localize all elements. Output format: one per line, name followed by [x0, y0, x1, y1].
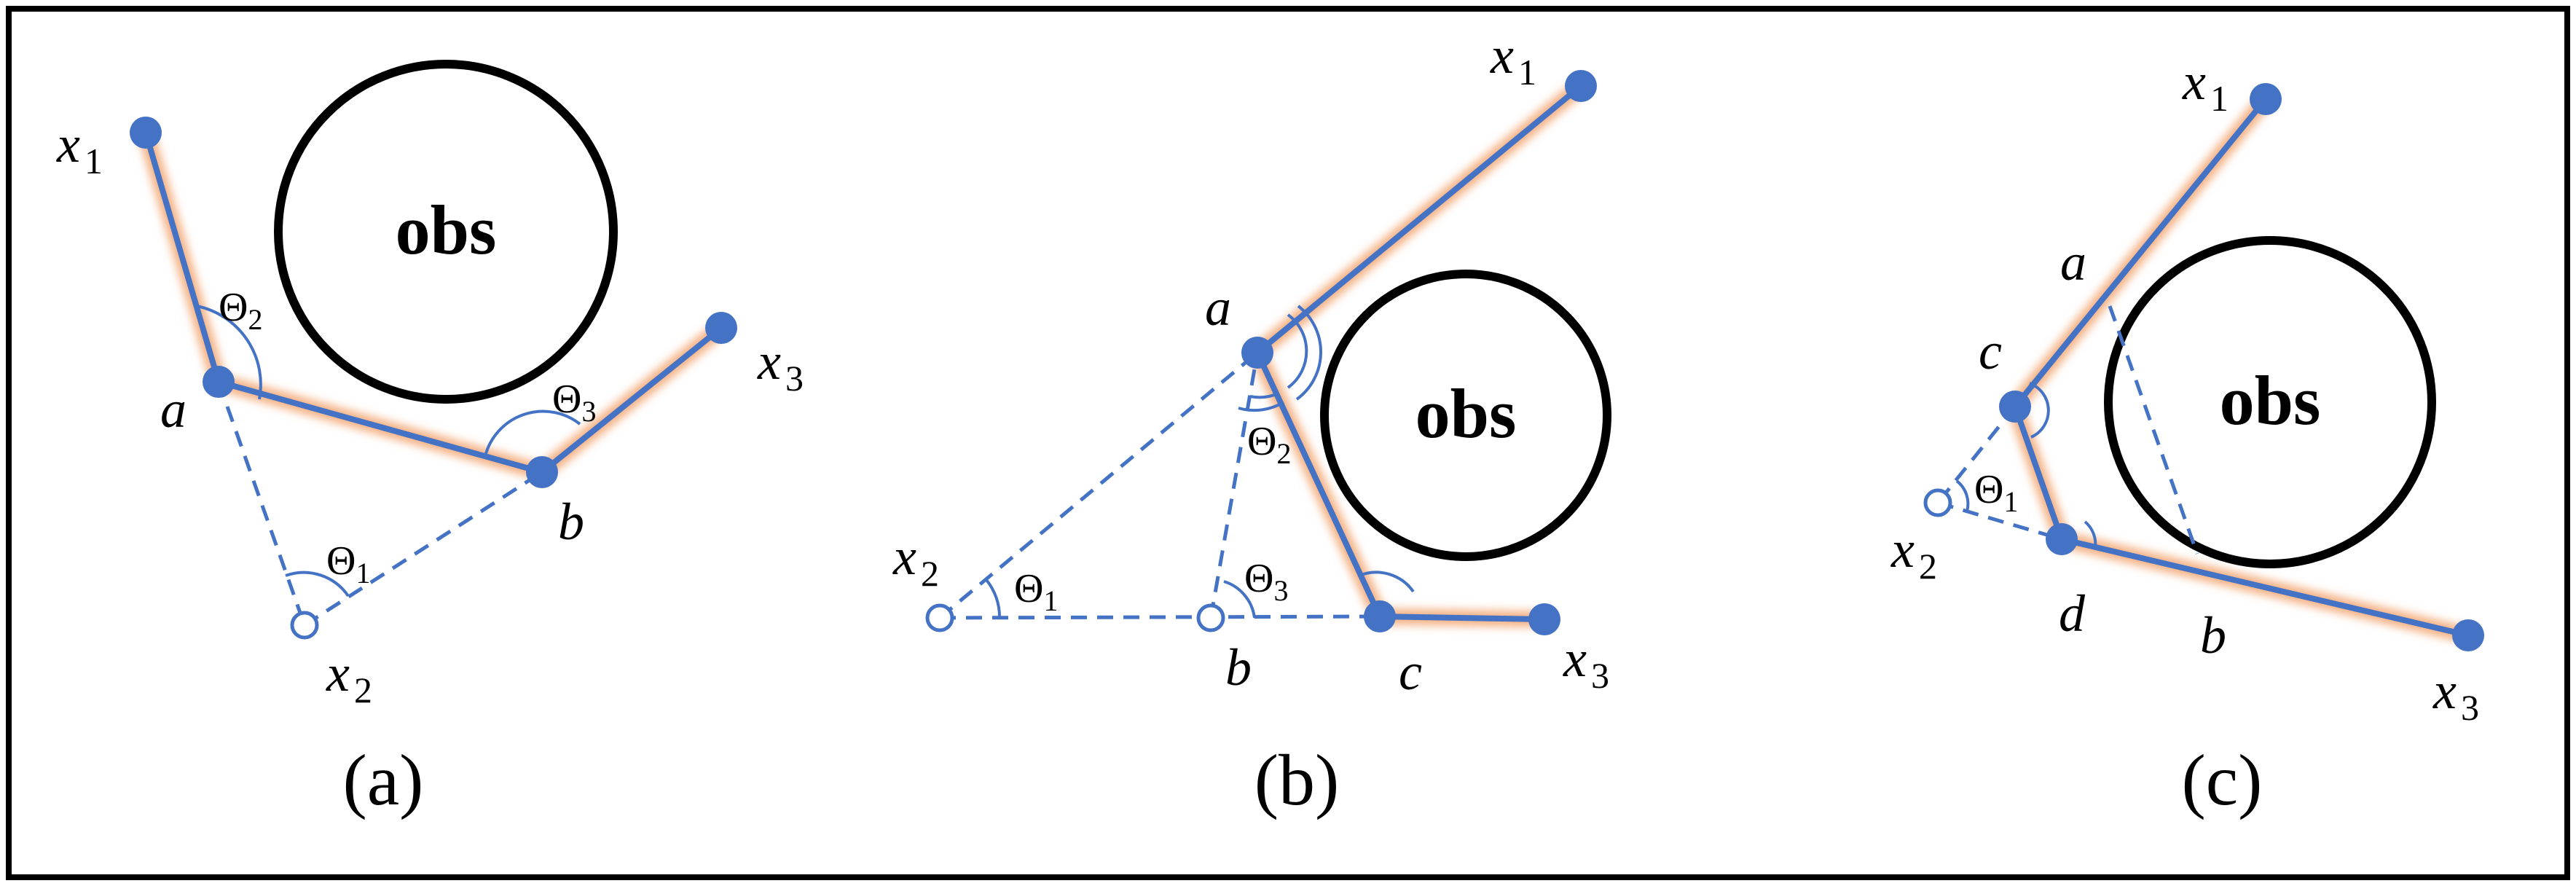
- label-b-c: b: [2200, 606, 2226, 664]
- angle-arc-d-c: [2084, 520, 2097, 549]
- caption-b: (b): [1254, 740, 1340, 820]
- angle-arc-theta2-b-2: [1238, 401, 1285, 412]
- obstacle-circle-b: [1320, 270, 1611, 561]
- dashed-b-a-b: [1209, 352, 1260, 619]
- label-b-a: b: [558, 493, 584, 551]
- outer-border: [6, 6, 2570, 880]
- point-x1-b: [1565, 70, 1597, 102]
- point-c-b: [1364, 600, 1396, 632]
- dashed-baseline-b: [939, 614, 1381, 620]
- dashed-a-b-c: [2108, 305, 2199, 554]
- angle-arc-theta3-b: [1223, 580, 1256, 619]
- angle-arc-c-b: [1359, 571, 1415, 593]
- angle-arc-theta2-b-1: [1249, 392, 1279, 399]
- point-x2-b: [925, 603, 954, 632]
- label-theta3-a: Θ3: [552, 377, 596, 428]
- dashed-c-x2: [1936, 405, 2017, 504]
- point-x1-a: [130, 117, 162, 149]
- point-x1-c: [2250, 83, 2282, 115]
- angle-arc-theta1: [285, 571, 350, 597]
- point-b-b: [1196, 603, 1225, 632]
- point-x2-c: [1923, 488, 1952, 517]
- point-x2-a: [290, 611, 319, 640]
- dashed-a-x2: [216, 381, 307, 626]
- angle-arc-a-b-1: [1287, 313, 1308, 389]
- angle-arc-theta3: [484, 409, 581, 457]
- label-theta1-b: Θ1: [1014, 566, 1058, 617]
- point-x3-a: [705, 312, 737, 344]
- label-theta1-a: Θ1: [326, 538, 370, 589]
- label-theta1-c: Θ1: [1974, 467, 2018, 518]
- label-a-c: a: [2060, 233, 2086, 291]
- angle-arc-theta2: [196, 305, 262, 400]
- dashed-x2-a-b: [938, 351, 1259, 619]
- label-c-c: c: [1979, 322, 2002, 380]
- obstacle-circle-a: [274, 60, 618, 404]
- point-d-c: [2046, 523, 2078, 555]
- point-b-a: [526, 456, 558, 488]
- dashed-x2-d: [1937, 501, 2062, 541]
- label-theta2-a: Θ2: [219, 285, 262, 336]
- path-a: [143, 131, 723, 475]
- point-a-b: [1241, 337, 1273, 369]
- path-b: [1254, 83, 1583, 622]
- angle-arc-a-b-2: [1295, 305, 1323, 401]
- label-theta3-b: Θ3: [1244, 556, 1288, 607]
- obstacle-label-b: obs: [1415, 375, 1517, 452]
- obstacle-label-a: obs: [396, 191, 497, 269]
- obstacle-circle-c: [2104, 236, 2436, 568]
- label-a-b: a: [1205, 278, 1231, 337]
- angle-arc-c-c: [2029, 382, 2050, 439]
- angle-arc-theta1-c: [1955, 479, 1970, 512]
- label-a-a: a: [160, 380, 186, 439]
- angle-arc-theta1-b: [985, 579, 1002, 619]
- path-c: [2012, 97, 2469, 638]
- label-b-b: b: [1225, 638, 1252, 697]
- caption-c: (c): [2182, 740, 2263, 820]
- caption-a: (a): [343, 740, 424, 820]
- label-d-c: d: [2059, 584, 2086, 643]
- point-c-c: [1999, 391, 2031, 423]
- point-x3-b: [1528, 603, 1560, 635]
- point-x3-c: [2452, 619, 2484, 651]
- point-a-a: [203, 366, 235, 398]
- obstacle-label-c: obs: [2220, 361, 2321, 439]
- label-theta2-b: Θ2: [1247, 419, 1291, 470]
- dashed-x2-b: [303, 470, 543, 627]
- label-c-b: c: [1399, 643, 1422, 701]
